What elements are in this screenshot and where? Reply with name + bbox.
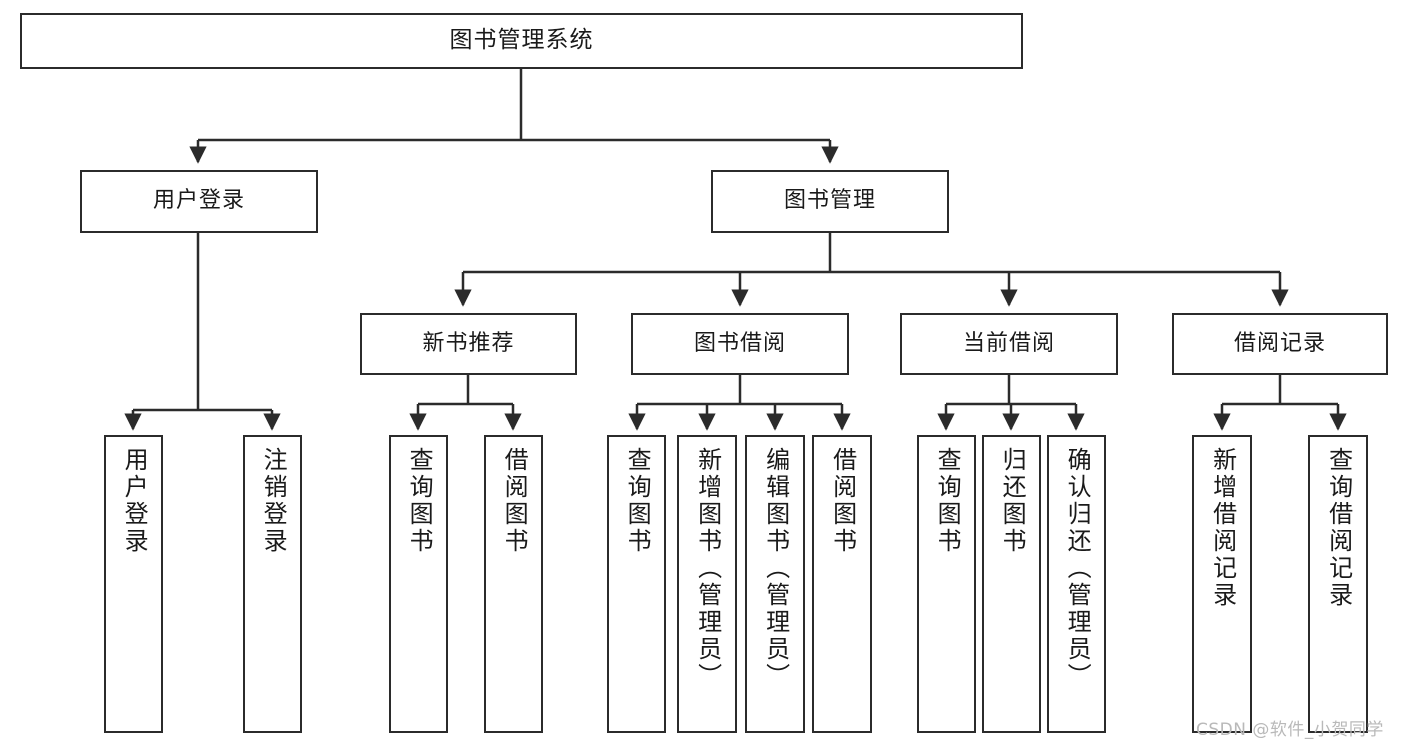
node-label: 当前借阅 [962,330,1055,356]
node-leaf-query-record[interactable]: 查询借阅记录 [1308,435,1368,733]
node-leaf-borrow-book-1[interactable]: 借阅图书 [484,435,543,733]
node-user-login[interactable]: 用户登录 [80,170,318,233]
node-leaf-query-book-2[interactable]: 查询图书 [607,435,666,733]
node-label: 借阅图书 [828,447,857,555]
node-leaf-add-record[interactable]: 新增借阅记录 [1192,435,1252,733]
node-leaf-edit-book[interactable]: 编辑图书（管理员） [745,435,805,733]
node-book-management-system[interactable]: 图书管理系统 [20,13,1023,69]
node-leaf-logout[interactable]: 注销登录 [243,435,302,733]
node-label: 查询图书 [933,447,962,555]
node-leaf-return-book[interactable]: 归还图书 [982,435,1041,733]
node-leaf-borrow-book-2[interactable]: 借阅图书 [812,435,872,733]
node-label: 确认归还（管理员） [1063,447,1092,690]
node-leaf-add-book[interactable]: 新增图书（管理员） [677,435,737,733]
node-book-management[interactable]: 图书管理 [711,170,949,233]
node-label: 用户登录 [152,188,245,214]
node-label: 注销登录 [259,447,288,555]
node-label: 新增借阅记录 [1208,447,1237,609]
node-book-borrow[interactable]: 图书借阅 [631,313,849,375]
node-borrow-record[interactable]: 借阅记录 [1172,313,1388,375]
node-new-book-recommend[interactable]: 新书推荐 [360,313,577,375]
node-leaf-user-login[interactable]: 用户登录 [104,435,163,733]
node-label: 编辑图书（管理员） [761,447,790,690]
node-label: 查询图书 [623,447,652,555]
node-leaf-query-book-3[interactable]: 查询图书 [917,435,976,733]
node-label: 借阅图书 [500,447,529,555]
node-label: 借阅记录 [1233,330,1326,356]
node-label: 查询借阅记录 [1324,447,1353,609]
node-label: 新书推荐 [422,330,515,356]
node-label: 查询图书 [405,447,434,555]
node-label: 图书管理系统 [449,27,594,54]
node-label: 新增图书（管理员） [693,447,722,690]
node-leaf-query-book-1[interactable]: 查询图书 [389,435,448,733]
node-label: 图书借阅 [693,330,786,356]
node-current-borrow[interactable]: 当前借阅 [900,313,1118,375]
node-label: 用户登录 [120,447,149,555]
node-leaf-confirm-return[interactable]: 确认归还（管理员） [1047,435,1106,733]
node-label: 归还图书 [998,447,1027,555]
node-label: 图书管理 [783,188,876,214]
